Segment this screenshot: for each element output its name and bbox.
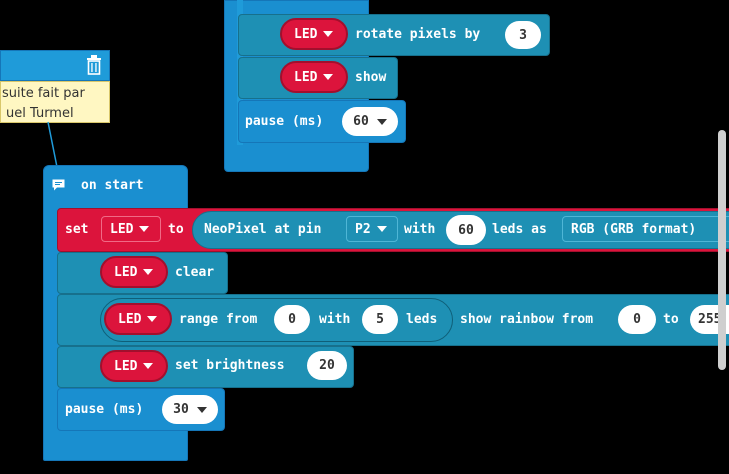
led-variable-dropdown[interactable]: LED bbox=[280, 18, 348, 50]
pause-duration-value: 60 bbox=[353, 114, 369, 129]
show-label: show bbox=[355, 70, 387, 85]
led-variable-label: LED bbox=[114, 264, 138, 280]
led-variable-dropdown[interactable]: LED bbox=[100, 350, 168, 382]
pause-duration-dropdown[interactable]: 60 bbox=[342, 107, 398, 136]
led-variable-label: LED bbox=[294, 69, 318, 85]
led-variable-label: LED bbox=[294, 26, 318, 42]
chevron-down-icon bbox=[143, 363, 154, 369]
range-from-label: range from bbox=[179, 312, 258, 327]
trash-icon[interactable] bbox=[86, 55, 102, 75]
led-variable-label: LED bbox=[118, 311, 142, 327]
color-format-value: RGB (GRB format) bbox=[571, 221, 697, 237]
led-variable-label: LED bbox=[114, 358, 138, 374]
neopixel-at-pin-label: NeoPixel at pin bbox=[204, 222, 322, 237]
pause-duration-value: 30 bbox=[173, 402, 189, 417]
comment-body[interactable] bbox=[0, 81, 110, 123]
hue-start-input[interactable]: 0 bbox=[618, 305, 656, 334]
brightness-input[interactable]: 20 bbox=[307, 351, 347, 380]
chevron-down-icon bbox=[139, 226, 150, 232]
led-variable-dropdown[interactable]: LED bbox=[104, 303, 172, 335]
chevron-down-icon bbox=[376, 118, 387, 125]
to-label: to bbox=[168, 222, 184, 237]
pause-label: pause (ms) bbox=[65, 402, 144, 417]
clear-label: clear bbox=[175, 265, 215, 280]
range-count-input[interactable]: 5 bbox=[362, 305, 398, 334]
comment-line-1: suite fait par bbox=[2, 86, 85, 101]
pin-dropdown[interactable]: P2 bbox=[346, 216, 398, 242]
led-variable-dropdown[interactable]: LED bbox=[101, 216, 161, 242]
show-rainbow-label: show rainbow from bbox=[460, 312, 594, 327]
chevron-down-icon bbox=[376, 226, 387, 232]
leds-as-label: leds as bbox=[492, 222, 547, 237]
on-start-label: on start bbox=[81, 178, 144, 193]
rotate-amount-input[interactable]: 3 bbox=[505, 21, 541, 49]
chevron-down-icon bbox=[143, 269, 154, 275]
range-with-label: with bbox=[319, 312, 351, 327]
pause-duration-dropdown[interactable]: 30 bbox=[162, 395, 218, 424]
set-label: set bbox=[65, 222, 89, 237]
range-leds-label: leds bbox=[406, 312, 438, 327]
led-count-input[interactable]: 60 bbox=[446, 215, 486, 245]
led-variable-dropdown[interactable]: LED bbox=[100, 256, 168, 288]
chevron-down-icon bbox=[196, 406, 207, 413]
led-variable-dropdown[interactable]: LED bbox=[280, 61, 348, 93]
chevron-down-icon bbox=[323, 31, 334, 37]
range-start-input[interactable]: 0 bbox=[274, 305, 310, 334]
comment-line-2: uel Turmel bbox=[6, 106, 74, 121]
with-label: with bbox=[404, 222, 436, 237]
hue-to-label: to bbox=[663, 312, 679, 327]
rotate-pixels-label: rotate pixels by bbox=[355, 27, 481, 42]
pause-label: pause (ms) bbox=[245, 114, 324, 129]
chevron-down-icon bbox=[147, 316, 158, 322]
pin-value: P2 bbox=[355, 221, 371, 237]
led-variable-label: LED bbox=[110, 221, 134, 237]
set-brightness-label: set brightness bbox=[175, 358, 285, 373]
color-format-dropdown[interactable]: RGB (GRB format) bbox=[562, 216, 729, 242]
chevron-down-icon bbox=[323, 74, 334, 80]
hue-end-value: 255 bbox=[698, 312, 722, 327]
comment-icon[interactable] bbox=[52, 176, 65, 191]
vertical-scrollbar[interactable] bbox=[718, 130, 726, 370]
